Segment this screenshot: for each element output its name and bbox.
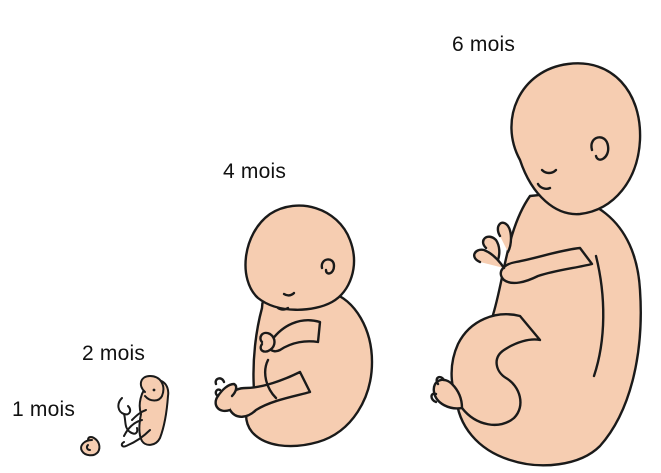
embryo-1-month xyxy=(81,437,99,455)
embryo-2-month xyxy=(118,376,168,447)
label-2-months: 2 mois xyxy=(82,342,145,366)
label-1-month: 1 mois xyxy=(12,398,75,422)
label-6-months: 6 mois xyxy=(452,33,515,57)
fetus-4-month xyxy=(216,206,372,446)
label-4-months: 4 mois xyxy=(223,160,286,184)
fetus-6-month xyxy=(432,63,641,465)
